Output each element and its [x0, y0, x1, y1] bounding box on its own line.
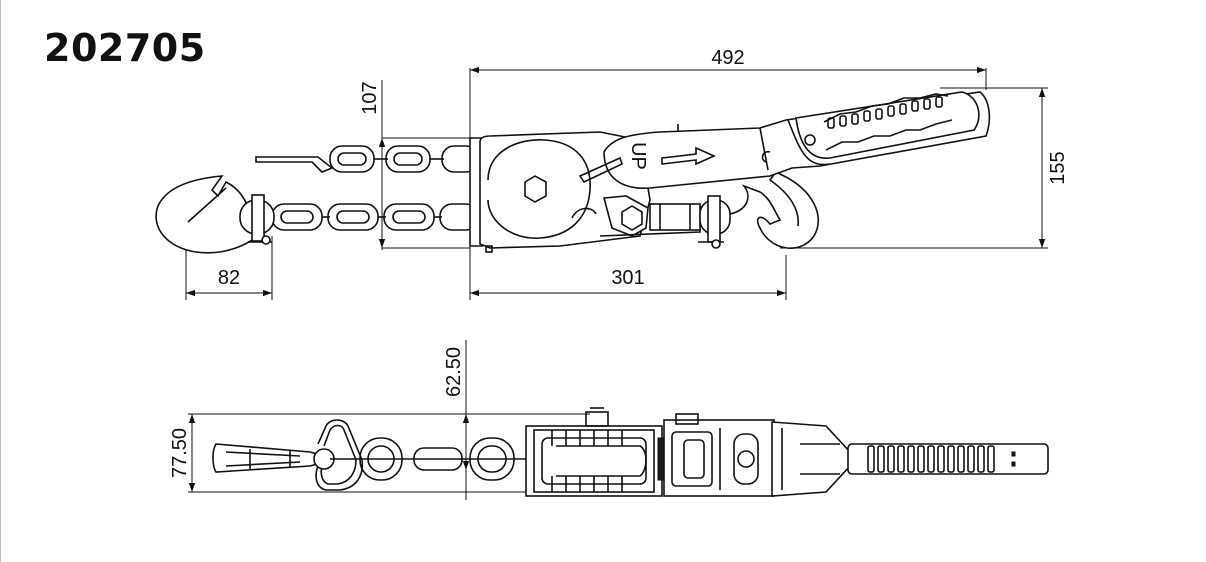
left-hook: [155, 175, 275, 254]
dimension-77-50: 77.50: [169, 414, 196, 492]
dimension-label-top-offset: 62.50: [443, 347, 465, 397]
upper-chain: [255, 145, 479, 173]
lower-chain: [271, 203, 479, 231]
dimension-label-height: 155: [1047, 151, 1069, 184]
dimension-492: 492: [470, 47, 986, 74]
dimension-62-50: 62.50: [443, 347, 470, 470]
safety-latch: [313, 419, 364, 491]
front-view: 492 155 107 82 301: [155, 47, 1069, 300]
right-hook: [698, 170, 819, 249]
top-view: 62.50 77.50: [169, 340, 1049, 500]
top-body: [525, 407, 775, 497]
dimension-label-hook-width: 82: [218, 267, 240, 289]
dimension-107: 107: [359, 80, 386, 250]
model-number-title: 202705: [44, 26, 206, 70]
dimension-155: 155: [1038, 88, 1069, 248]
dimension-label-chain-offset: 107: [359, 81, 381, 114]
top-hook: [212, 443, 325, 473]
dimension-label-side-width: 77.50: [169, 428, 191, 478]
up-marking: UP: [627, 142, 716, 170]
dimension-label-body-length: 301: [611, 267, 644, 289]
direction-mark-label: UP: [627, 142, 649, 170]
top-chain: [330, 437, 540, 481]
dimension-label-overall-length: 492: [711, 47, 744, 69]
dimension-82: 82: [186, 267, 272, 297]
lever-handle: [578, 91, 991, 189]
top-lever: [771, 421, 1049, 497]
dimension-301: 301: [470, 267, 786, 297]
